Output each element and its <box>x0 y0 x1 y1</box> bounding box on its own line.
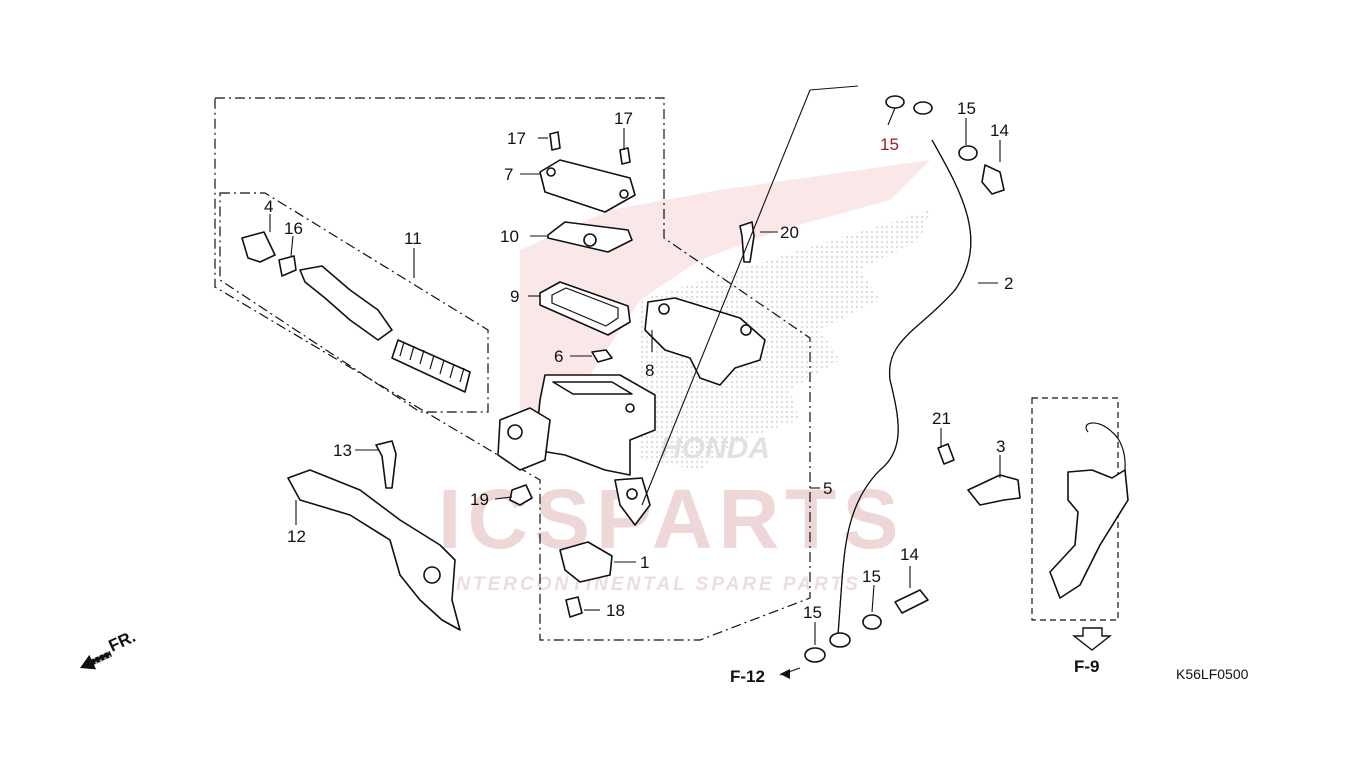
cap-screws <box>549 131 631 165</box>
callout-4: 4 <box>264 197 273 216</box>
piston-kit-outline <box>219 192 489 413</box>
callout-17-left: 17 <box>507 129 526 148</box>
leader-lines <box>269 85 1001 676</box>
front-direction-label: FR. <box>106 627 139 656</box>
callout-12: 12 <box>287 527 306 546</box>
watermark-logo: HONDA <box>660 432 770 465</box>
callout-18: 18 <box>606 601 625 620</box>
master-cylinder-holder <box>644 297 766 386</box>
master-cylinder-outline <box>214 97 811 641</box>
callout-19: 19 <box>470 490 489 509</box>
callout-7: 7 <box>504 165 513 184</box>
callout-14-upper: 14 <box>990 121 1009 140</box>
watermark-wing-dots <box>640 210 930 470</box>
piston-kit <box>241 231 471 393</box>
watermark: HONDA ICSPARTS INTERCONTINENTAL SPARE PA… <box>438 160 930 595</box>
front-arrow-icon <box>80 650 113 670</box>
stop-switch <box>559 541 613 583</box>
callout-3: 3 <box>996 437 1005 456</box>
callout-6: 6 <box>554 347 563 366</box>
float-clip <box>591 349 613 363</box>
callout-16: 16 <box>284 219 303 238</box>
callout-15-lower-right: 15 <box>862 567 881 586</box>
reference-f12: F-12 <box>730 667 765 686</box>
pivot-nut <box>509 484 533 506</box>
hose-guide <box>937 443 1021 506</box>
diagram-code: K56LF0500 <box>1176 666 1249 682</box>
watermark-tagline: INTERCONTINENTAL SPARE PARTS <box>448 574 861 595</box>
pivot-bolt <box>375 440 397 489</box>
callout-11: 11 <box>404 229 422 248</box>
holder-bolt <box>739 221 755 263</box>
diaphragm-plate <box>547 221 633 253</box>
callout-15-upper-left: 15 <box>880 135 899 154</box>
f12-arrow-icon <box>780 669 790 679</box>
callout-21: 21 <box>932 409 951 428</box>
callout-8: 8 <box>645 361 654 380</box>
callout-15-lower-left: 15 <box>803 603 822 622</box>
reference-marks: F-12 F-9 FR. <box>80 627 1113 686</box>
callout-15-upper-right: 15 <box>957 99 976 118</box>
callout-10: 10 <box>500 227 519 246</box>
f9-arrow-icon <box>1071 627 1113 651</box>
brake-lever <box>287 469 461 631</box>
callouts: 1 2 3 4 5 6 7 8 9 10 11 12 13 14 14 15 1… <box>264 99 1013 622</box>
callout-5: 5 <box>823 479 832 498</box>
reference-f9: F-9 <box>1074 657 1100 676</box>
assembly-outlines <box>214 97 1119 641</box>
brake-hose <box>804 95 1005 663</box>
callout-13: 13 <box>333 441 352 460</box>
callout-2: 2 <box>1004 274 1013 293</box>
callout-14-lower: 14 <box>900 545 919 564</box>
watermark-brand: ICSPARTS <box>438 472 904 566</box>
switch-screw <box>565 596 583 618</box>
bracket <box>1049 422 1129 599</box>
callout-20: 20 <box>780 223 799 242</box>
reservoir-cap <box>539 159 636 213</box>
master-cylinder-body <box>497 374 656 526</box>
callout-9: 9 <box>510 287 519 306</box>
callout-1: 1 <box>640 553 649 572</box>
callout-17-right: 17 <box>614 109 633 128</box>
diaphragm <box>539 281 631 336</box>
